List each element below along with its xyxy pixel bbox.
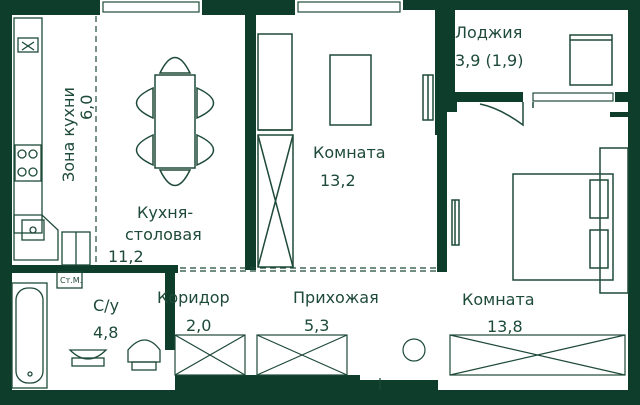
riser-label: Ст.М. (60, 276, 82, 285)
hall-wardrobes (174, 334, 626, 390)
kitchen-fixtures (13, 17, 91, 266)
loggia-area: 3,9 (1,9) (455, 51, 523, 70)
bathroom-area: 4,8 (93, 323, 118, 342)
corridor-name: Коридор (157, 288, 230, 307)
room2-bed (451, 147, 629, 294)
windows (102, 1, 614, 102)
dashed-dividers (95, 16, 437, 272)
kitchen-name-line2: столовая (125, 225, 202, 244)
kitchen-name-line1: Кухня- (137, 203, 193, 222)
room1-area: 13,2 (320, 171, 356, 190)
loggia-name: Лоджия (455, 23, 522, 42)
room1-furniture (257, 33, 434, 268)
hall-area: 5,3 (304, 316, 329, 335)
kitchen-area: 11,2 (108, 247, 144, 266)
room2-area: 13,8 (487, 317, 523, 336)
bathroom-name: С/у (93, 296, 119, 315)
loggia-fixtures (479, 34, 613, 127)
corridor-area: 2,0 (186, 316, 211, 335)
kitchen-zone-area: 6,0 (77, 95, 96, 120)
hall-name: Прихожая (293, 288, 379, 307)
kitchen-zone-name: Зона кухни (59, 87, 78, 182)
dining-set (135, 56, 215, 187)
interior-walls (0, 10, 628, 392)
room1-name: Комната (313, 143, 386, 162)
room-labels: Лоджия 3,9 (1,9) Комната 13,2 Зона кухни… (59, 23, 535, 342)
bathroom-fixtures (11, 271, 161, 389)
room2-name: Комната (462, 290, 535, 309)
